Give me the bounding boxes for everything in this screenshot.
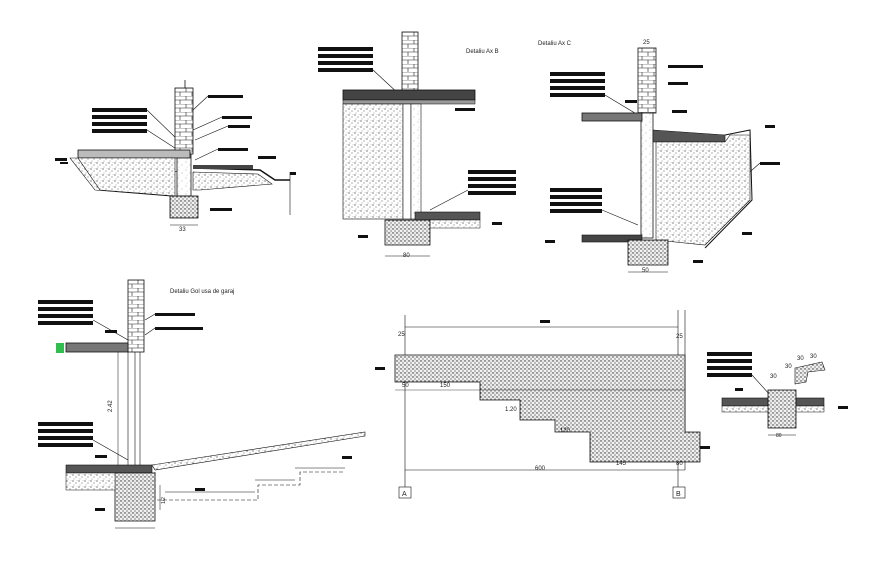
detail-title: Detaliu Ax B [466,49,499,55]
dimension-label: 2.42 [108,400,114,412]
slab-4 [65,342,129,353]
leader-labels-4 [38,300,352,511]
dimension-label: 30 [785,364,792,370]
detail-title: Detaliu Ax C [538,41,572,47]
dimension-label: 33 [179,227,186,233]
detail-5: 25 25 50 150 1.20 120 145 80 600 A B [375,310,710,499]
wall-3 [637,47,657,114]
dimension-label: 1/2 [161,497,167,504]
svg-text:B: B [676,491,681,498]
wall-1 [174,87,194,155]
stair-mass [394,354,701,463]
footing-6 [767,389,797,429]
dimension-label: 50 [642,268,649,274]
footing-1 [169,195,199,219]
dimension-label: 1.20 [505,407,517,413]
footing-3 [627,239,669,266]
dimension-label: 80 [776,433,782,439]
dimension-label: 25 [398,332,405,338]
detail-2: Detaliu Ax B 80 [318,31,516,259]
dimension-label: 25 [676,334,683,340]
dimension-label: 25 [643,40,650,46]
detail-title: Detaliu Gol usa de garaj [170,289,234,295]
dimension-label: 30 [797,356,804,362]
axis-marker-b: B [672,486,686,499]
dimension-label: 145 [616,461,627,467]
svg-text:A: A [402,491,407,498]
detail-6: 30 30 30 30 80 [707,352,848,439]
slab-3 [581,112,643,122]
footing-2 [384,219,431,246]
detail-1: 33 [55,80,296,233]
dimension-label: 150 [440,383,451,389]
dimension-label: 120 [560,428,571,434]
dimension-label: 600 [535,466,546,472]
wall-4 [127,279,145,353]
dimension-label: 30 [770,374,777,380]
dimension-label: 80 [676,461,683,467]
wall-2 [401,31,419,91]
axis-marker-a: A [398,486,412,499]
slab-1 [77,149,191,159]
detail-4: Detaliu Gol usa de garaj 2.42 [38,279,366,529]
dimension-label: 80 [403,253,410,259]
detail-3: Detaliu Ax C 25 [538,40,780,274]
dimension-label: 50 [402,383,409,389]
dimension-label: 30 [810,354,817,360]
slab-2 [342,89,476,101]
footing-4 [114,472,156,522]
leader-labels-6 [707,352,848,409]
